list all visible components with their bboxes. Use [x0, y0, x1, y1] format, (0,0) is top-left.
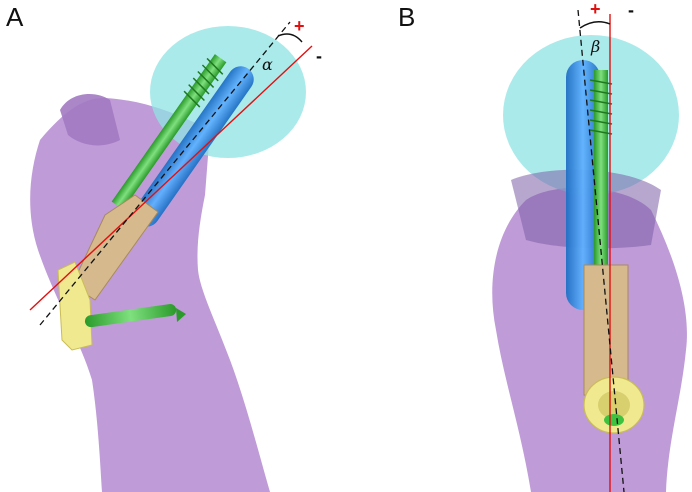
green-screw-a: [111, 54, 227, 210]
angle-arc-b: [579, 21, 611, 29]
minus-sign-b: -: [628, 0, 634, 20]
blue-blade-a: [133, 66, 254, 227]
panel-letter-a: A: [6, 2, 24, 32]
side-plate-a: [57, 261, 93, 351]
barrel-end-b: [583, 376, 645, 434]
minus-sign-a: -: [316, 46, 322, 66]
panel-letter-b: B: [398, 2, 416, 32]
greater-trochanter-a: [60, 94, 120, 146]
blue-blade-b: [566, 60, 600, 310]
angle-arc-a: [277, 33, 303, 43]
plus-sign-b: +: [590, 0, 601, 19]
reference-line-a: [29, 45, 313, 311]
femur-illustration-a: + - α: [29, 16, 322, 492]
dashed-axis-b: [577, 9, 625, 492]
cortical-screw-a: [84, 304, 186, 328]
femur-illustration-b: + - β: [492, 0, 687, 492]
angle-beta-label: β: [590, 37, 600, 56]
panel-b: + - β B: [346, 0, 692, 492]
plate-barrel-b: [583, 264, 629, 396]
dashed-axis-a: [39, 21, 291, 326]
angle-alpha-label: α: [262, 55, 273, 74]
femur-shaft-a: [30, 97, 270, 492]
panel-a: + - α A: [6, 2, 322, 492]
plus-sign-a: +: [294, 16, 305, 36]
